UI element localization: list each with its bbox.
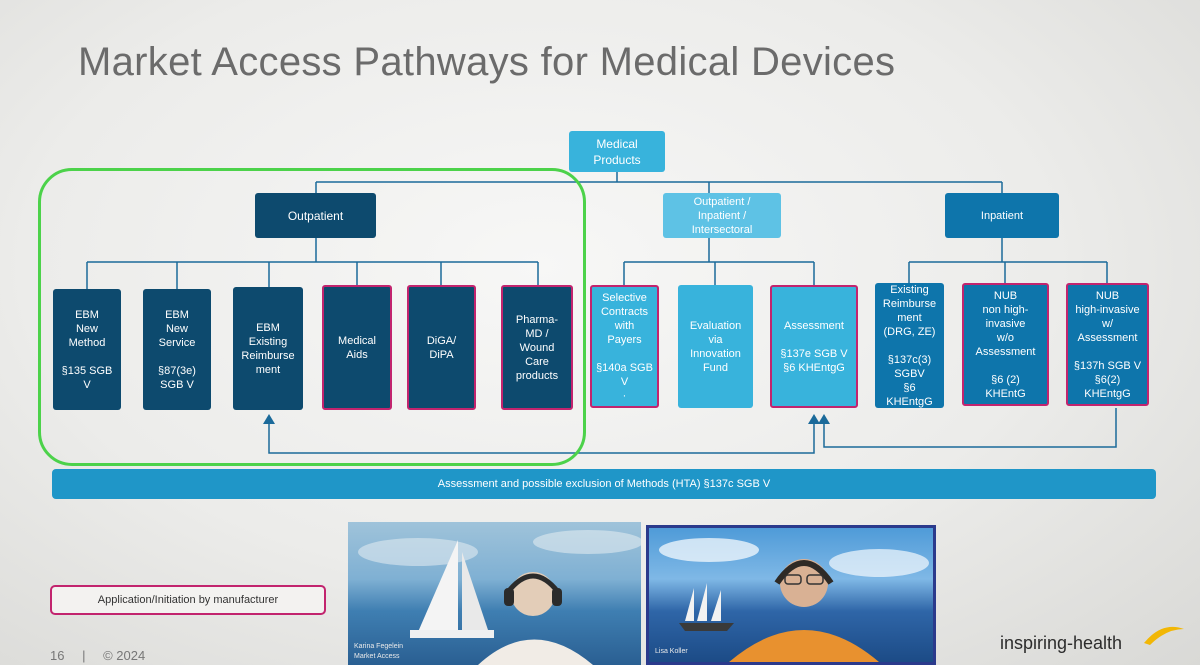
leaf-selective-contracts: Selective Contracts with Payers §140a SG…	[590, 285, 659, 408]
slide-title: Market Access Pathways for Medical Devic…	[78, 40, 896, 84]
leaf-ebm-existing-reimbursement: EBM Existing Reimburse ment	[233, 287, 303, 410]
footer-separator: |	[82, 648, 86, 663]
leaf-existing-reimbursement-drg: Existing Reimburse ment (DRG, ZE) §137c(…	[875, 283, 944, 408]
hta-assessment-bar: Assessment and possible exclusion of Met…	[52, 469, 1156, 499]
logo-text: inspiring-health	[1000, 633, 1123, 653]
participant-left-role: Market Access	[354, 653, 400, 660]
slide-footer: 16 | © 2024	[50, 648, 145, 663]
leaf-medical-aids: Medical Aids	[322, 285, 392, 410]
tallship-scene	[659, 538, 929, 662]
brand-logo: inspiring-health	[1000, 626, 1184, 654]
leaf-assessment-137e: Assessment §137e SGB V §6 KHEntgG	[770, 285, 858, 408]
participant-video-right[interactable]: Lisa Koller	[646, 525, 936, 665]
swoosh-icon	[1144, 626, 1184, 645]
outpatient-group-frame	[38, 168, 586, 466]
leaf-pharma-md-wound-care: Pharma- MD / Wound Care products	[501, 285, 573, 410]
page-number: 16	[50, 648, 65, 663]
leaf-ebm-new-method: EBM New Method §135 SGB V	[53, 289, 121, 410]
leaf-ebm-new-service: EBM New Service §87(3e) SGB V	[143, 289, 211, 410]
outpatient-node: Outpatient	[255, 193, 376, 238]
copyright: © 2024	[103, 648, 146, 663]
intersectoral-node: Outpatient / Inpatient / Intersectoral	[663, 193, 781, 238]
inpatient-node: Inpatient	[945, 193, 1059, 238]
participant-video-left[interactable]: Karina Fegelein Market Access	[348, 522, 641, 665]
legend-manufacturer: Application/Initiation by manufacturer	[50, 585, 326, 615]
participant-right-name: Lisa Koller	[655, 648, 688, 655]
participant-left-name: Karina Fegelein	[354, 643, 404, 650]
leaf-diga-dipa: DiGA/ DiPA	[407, 285, 476, 410]
leaf-nub-high-invasive: NUB high-invasive w/ Assessment §137h SG…	[1066, 283, 1149, 406]
leaf-nub-non-high-invasive: NUB non high- invasive w/o Assessment §6…	[962, 283, 1049, 406]
sailboat-scene	[358, 530, 641, 665]
medical-products-node: Medical Products	[569, 131, 665, 172]
leaf-innovation-fund: Evaluation via Innovation Fund	[678, 285, 753, 408]
